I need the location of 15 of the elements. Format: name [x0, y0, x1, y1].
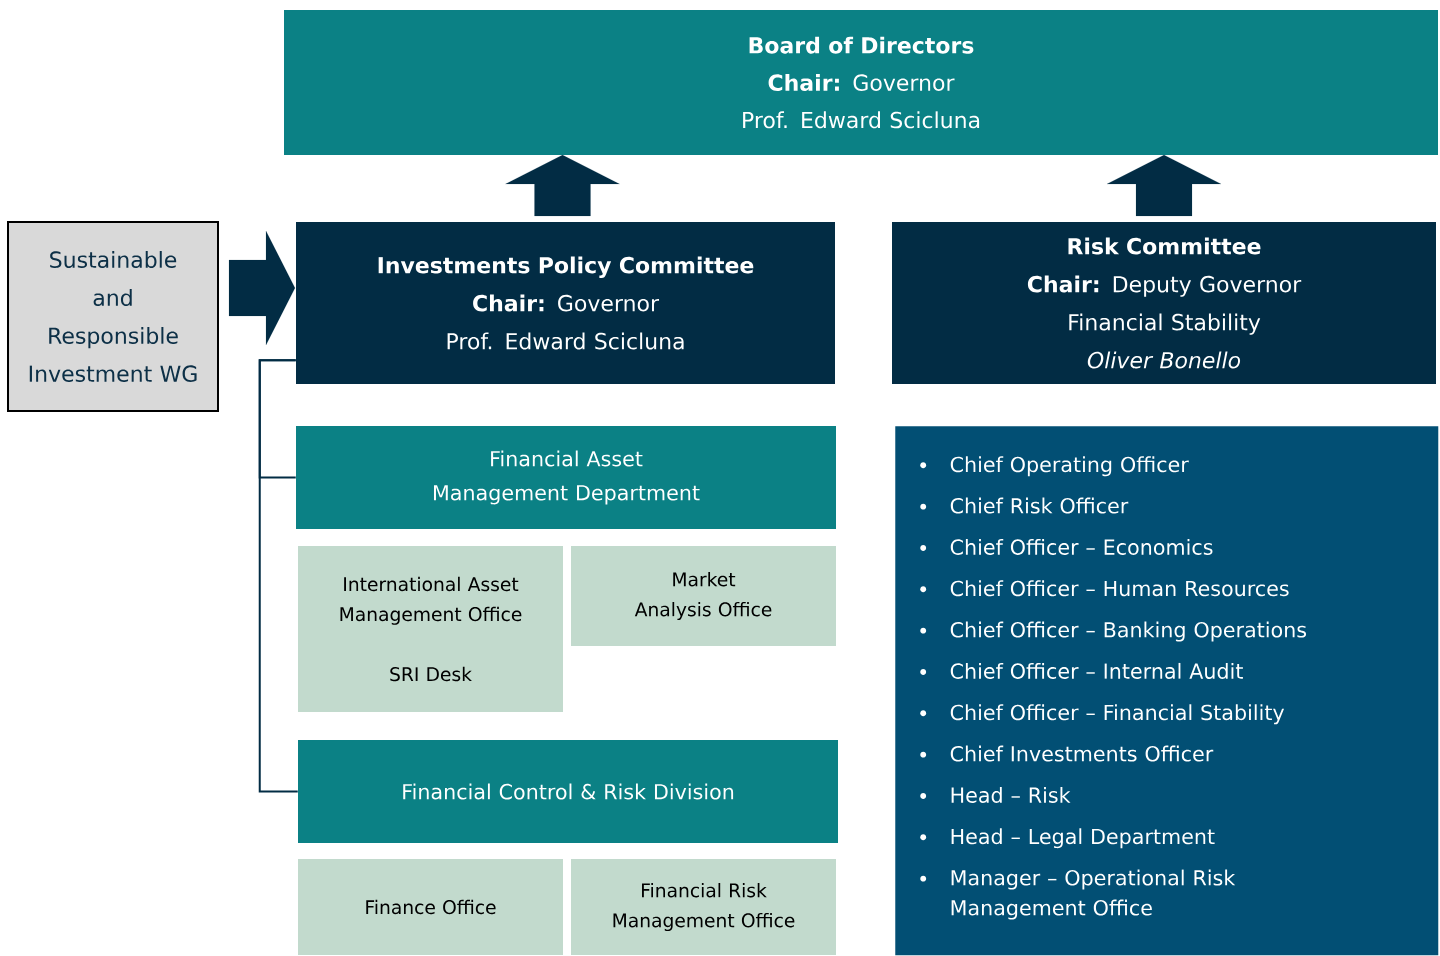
committee-box: Risk Committee Chair: Deputy Governor Financial Stability Oliver Bonello — [892, 222, 1436, 384]
office-box: International Asset Management Office SRI Desk — [298, 546, 563, 712]
office-box: Market Analysis Office — [571, 546, 836, 646]
block-arrow — [505, 154, 620, 217]
department-box: Financial Asset Management Department — [296, 426, 836, 529]
office-box: Financial Risk Management Office — [571, 859, 836, 955]
office-box: Finance Office — [298, 859, 563, 955]
division-box: Financial Control & Risk Division — [298, 740, 838, 843]
board-box: Board of Directors Chair: Governor Prof. Edward Scicluna — [284, 10, 1438, 155]
block-arrow — [1106, 154, 1222, 217]
committee-box: Investments Policy Committee Chair: Governor Prof. Edward Scicluna — [296, 222, 835, 384]
list-box: Chief Operating Officer Chief Risk Officer Chief Officer – Economics Chief Officer – Human Resources Chief Officer – Banking Operations Chief Officer – Internal Audit Chief Officer – Financial Stability Chief Investments Officer Head – Risk Head – Legal Department Manager – Operational Risk Management Office — [895, 426, 1439, 956]
connector-line — [258, 359, 299, 793]
working-group-box: Sustainable and Responsible Investment WG — [7, 221, 219, 412]
block-arrow — [228, 230, 296, 346]
